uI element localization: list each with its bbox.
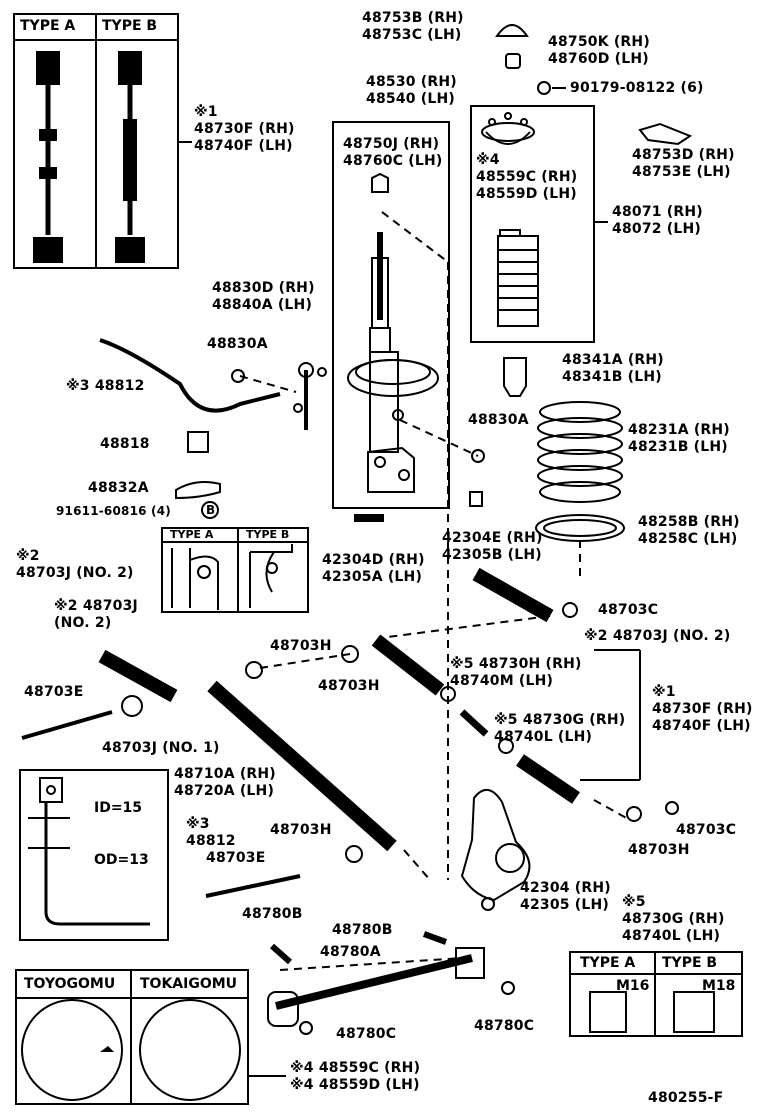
stabilizer-bar-icon — [99, 338, 281, 413]
shock-absorber-icon — [347, 172, 439, 493]
spring-insulator-icon — [535, 514, 625, 542]
bushing-icon — [187, 431, 209, 453]
br-type-b-header: TYPE B — [662, 955, 718, 971]
part-label: ※5 48730G (RH) 48740L (LH) — [622, 894, 725, 944]
coil-spring-icon — [537, 401, 623, 503]
part-label: 48703H — [270, 822, 332, 838]
mount-assembly-box — [470, 105, 595, 343]
part-label: 42304 (RH) 42305 (LH) — [520, 880, 611, 913]
long-bolt-icon — [21, 710, 113, 740]
part-label: ※1 48730F (RH) 48740F (LH) — [652, 684, 753, 734]
strut-mount-icon — [481, 112, 535, 145]
part-label: 48258B (RH) 48258C (LH) — [638, 514, 740, 547]
dim-id: ID=15 — [94, 800, 143, 816]
knuckle-icon — [460, 789, 531, 902]
part-label: 90179-08122 (6) — [570, 80, 704, 96]
part-label: 48780C — [336, 1026, 397, 1042]
part-label: ※4 48559C (RH) 48559D (LH) — [476, 152, 578, 202]
dust-boot-icon — [497, 229, 539, 327]
part-label: 48071 (RH) 48072 (LH) — [612, 204, 703, 237]
strut-assembly-box — [332, 121, 450, 509]
part-label: ※5 48730H (RH) 48740M (LH) — [450, 656, 582, 689]
part-label: ※2 48703J (NO. 2) — [54, 598, 138, 631]
dim-od: OD=13 — [94, 852, 149, 868]
bracket-icon — [638, 122, 693, 146]
toe-link-icon — [371, 634, 445, 696]
part-label: 48750J (RH) 48760C (LH) — [343, 136, 443, 169]
maker-toyogomu: TOYOGOMU — [24, 976, 116, 992]
lateral-link-icon — [516, 754, 580, 804]
part-label: ※1 48730F (RH) 48740F (LH) — [194, 104, 295, 154]
nut-icon — [505, 53, 521, 69]
part-label: 48703H — [318, 678, 380, 694]
arrow-icon — [100, 1046, 114, 1052]
size-a-label: M16 — [616, 978, 650, 994]
diagram-id: 480255-F — [648, 1090, 724, 1106]
size-b-label: M18 — [702, 978, 736, 994]
dimension-box — [19, 769, 169, 941]
part-label: 48780B — [332, 922, 393, 938]
part-label: 48703C — [598, 602, 659, 618]
part-label: 48703H — [628, 842, 690, 858]
part-label: 48703C — [676, 822, 737, 838]
part-label: ※2 48703J (NO. 2) — [16, 548, 134, 581]
nut-icon — [231, 369, 245, 383]
part-label: ※5 48730G (RH) 48740L (LH) — [494, 712, 626, 745]
part-label: 48753B (RH) 48753C (LH) — [362, 10, 464, 43]
bracket-icon — [175, 481, 221, 500]
part-label: 48703J (NO. 1) — [102, 740, 220, 756]
bushing-icon — [121, 695, 143, 717]
lateral-link-no1-icon — [98, 649, 178, 703]
marker-b-label: B — [206, 503, 216, 517]
part-label: 48703E — [24, 684, 84, 700]
part-label: ※3 48812 — [186, 816, 236, 849]
part-label: ※3 48812 — [66, 378, 145, 394]
part-label: ※2 48703J (NO. 2) — [584, 628, 731, 644]
part-label: 48830A — [207, 336, 268, 352]
strut-rod-icon — [275, 954, 473, 1010]
part-label: 42304D (RH) 42305A (LH) — [322, 552, 425, 585]
part-label: 48830A — [468, 412, 529, 428]
part-label: 48780C — [474, 1018, 535, 1034]
type-ab-nut-box — [569, 951, 743, 1037]
part-label: ※4 48559C (RH) ※4 48559D (LH) — [290, 1060, 421, 1093]
br-type-a-header: TYPE A — [580, 955, 636, 971]
part-label: 42304E (RH) 42305B (LH) — [442, 530, 543, 563]
part-label: 91611-60816 (4) — [56, 504, 171, 518]
part-label: 48753D (RH) 48753E (LH) — [632, 147, 735, 180]
type-ab-arm-box — [161, 527, 309, 613]
part-label: 48341A (RH) 48341B (LH) — [562, 352, 664, 385]
maker-tokaigomu: TOKAIGOMU — [140, 976, 238, 992]
maker-box — [15, 969, 249, 1105]
part-label: 48703E — [206, 850, 266, 866]
mid-type-b-header: TYPE B — [246, 528, 290, 541]
marker-b-circle — [201, 501, 219, 519]
control-arm-icon — [472, 567, 554, 623]
part-label: 48818 — [100, 436, 150, 452]
trailing-arm-icon — [207, 680, 397, 852]
mid-type-a-header: TYPE A — [170, 528, 214, 541]
bolt-icon — [537, 81, 551, 95]
part-label: 48530 (RH) 48540 (LH) — [366, 74, 457, 107]
long-bolt-icon — [205, 874, 301, 898]
type-ab-link-box — [13, 13, 179, 269]
spring-seat-cap-icon — [495, 24, 529, 37]
part-label: 48750K (RH) 48760D (LH) — [548, 34, 650, 67]
part-label: 48710A (RH) 48720A (LH) — [174, 766, 276, 799]
part-label: 48832A — [88, 480, 149, 496]
part-label: 48780A — [320, 944, 381, 960]
type-a-header: TYPE A — [20, 18, 76, 34]
part-label: 48231A (RH) 48231B (LH) — [628, 422, 730, 455]
bump-stopper-icon — [503, 357, 527, 397]
part-label: 48830D (RH) 48840A (LH) — [212, 280, 315, 313]
part-label: 48703H — [270, 638, 332, 654]
type-b-header: TYPE B — [102, 18, 158, 34]
part-label: 48780B — [242, 906, 303, 922]
